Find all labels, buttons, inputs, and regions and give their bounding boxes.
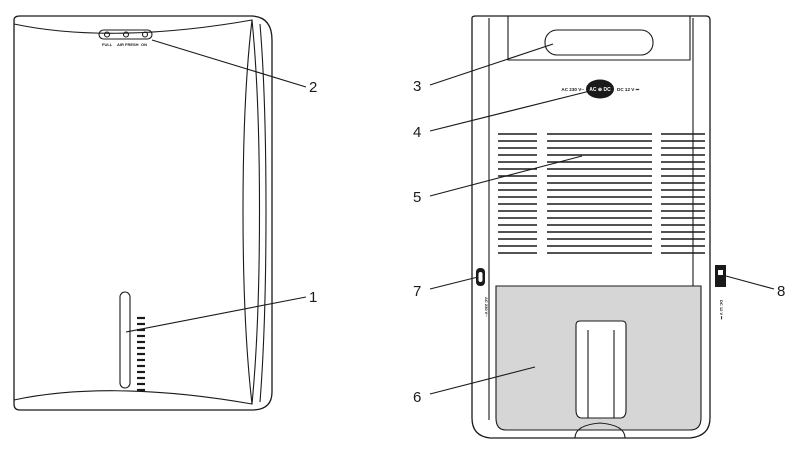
front-body-outline [13, 15, 273, 411]
indicator-led-on [141, 31, 149, 38]
side-label-ac: AC 230 V~ [484, 297, 489, 317]
callout-4-leader [429, 90, 591, 132]
water-level-window [119, 291, 131, 389]
back-view: AC ⊕ DC AC 230 V~ DC 12 V ⎓ AC [413, 15, 785, 439]
callout-5-leader [429, 155, 583, 197]
tank-handle-channel [575, 320, 627, 419]
callout-1-label: 1 [309, 289, 317, 306]
level-ticks [137, 316, 145, 392]
callout-4-label: 4 [413, 124, 421, 141]
side-socket-dc [715, 265, 726, 287]
tank-bottom-notch [574, 422, 626, 439]
front-panel-curve [13, 19, 253, 405]
indicator-label-air-fresh: AIR FRESH [117, 42, 139, 47]
power-socket [586, 79, 614, 99]
power-label-ac: AC 230 V~ [561, 87, 584, 92]
side-label-dc: DC 12 V ⎓ [719, 300, 724, 320]
indicator-panel [98, 29, 153, 40]
callout-8-label: 8 [777, 283, 785, 300]
callout-8-leader [725, 275, 775, 290]
front-side-curve [251, 19, 261, 405]
side-socket-ac-slot [478, 272, 483, 282]
front-view: FULL AIR FRESH ON 2 1 [13, 15, 317, 411]
callout-3-label: 3 [413, 78, 421, 95]
callout-7-leader [429, 276, 479, 290]
indicator-label-full: FULL [102, 42, 113, 47]
indicator-label-on: ON [141, 42, 147, 47]
indicator-led-air-fresh [122, 31, 130, 38]
callout-7-label: 7 [413, 283, 421, 300]
air-grille [498, 133, 705, 254]
front-side-edge [259, 23, 267, 403]
callout-2-label: 2 [309, 79, 317, 96]
callout-1-leader [125, 296, 307, 333]
callout-6-label: 6 [413, 389, 421, 406]
callout-5-label: 5 [413, 189, 421, 206]
power-label-dc: DC 12 V ⎓ [617, 87, 640, 92]
callout-6-leader [429, 366, 536, 395]
power-socket-label: AC ⊕ DC [589, 87, 611, 93]
callout-3-leader [429, 43, 554, 86]
side-socket-dc-pin [718, 270, 723, 275]
indicator-led-full [103, 31, 111, 38]
callout-2-leader [151, 39, 307, 88]
handle-grip [544, 29, 654, 56]
handle-recess [507, 16, 691, 61]
